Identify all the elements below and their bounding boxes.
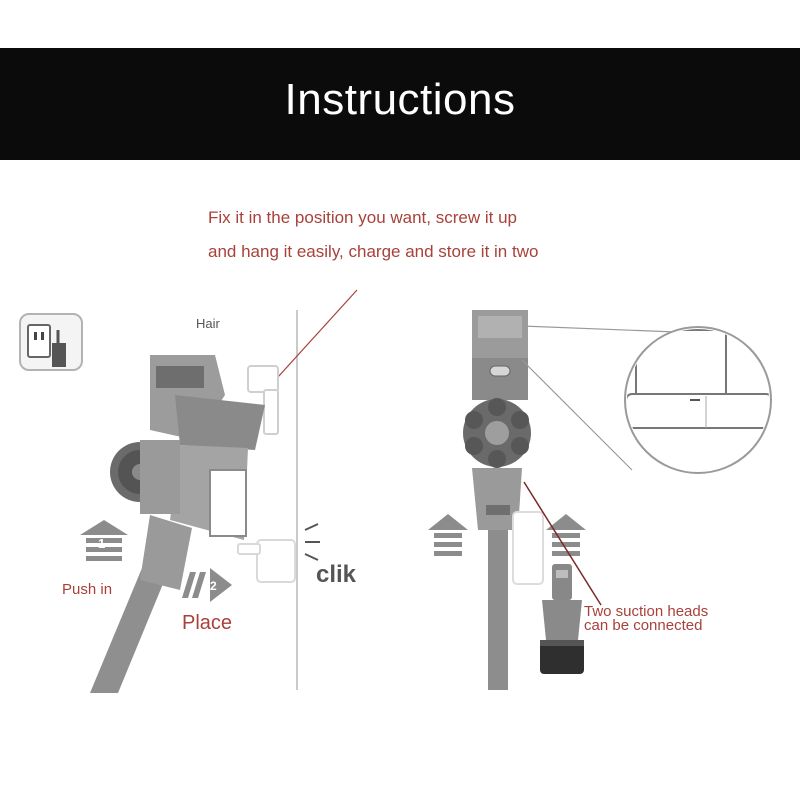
vacuum-handheld <box>90 355 265 693</box>
push-in-label: Push in <box>62 581 113 598</box>
hair-icon-label: Hair <box>196 316 220 331</box>
push-in-arrow <box>80 520 128 561</box>
up-arrow-right <box>546 514 586 556</box>
holder-ghost <box>237 539 296 583</box>
suction-heads-line-2: can be connected <box>584 617 703 634</box>
pointer-line-left <box>267 289 358 389</box>
description-line-2: and hang it easily, charge and store it … <box>208 242 539 261</box>
wall-bracket <box>247 365 279 435</box>
pointer-line-right <box>523 481 602 606</box>
place-label: Place <box>182 612 233 634</box>
title-banner <box>0 48 800 160</box>
hair-plug-icon <box>19 313 83 371</box>
click-sound-lines <box>304 523 320 561</box>
clik-label: clik <box>316 561 357 588</box>
suction-head <box>540 564 584 674</box>
detail-magnifier <box>521 325 772 474</box>
step-2-number: 2 <box>210 579 217 593</box>
vacuum-mounted <box>463 310 531 690</box>
description-line-1: Fix it in the position you want, screw i… <box>208 208 517 227</box>
page-title: Instructions <box>284 75 516 124</box>
up-arrow-left <box>428 514 468 556</box>
step-1-number: 1 <box>98 536 105 551</box>
place-arrow <box>182 568 232 602</box>
suction-heads-caption: Two suction heads can be connected <box>584 603 709 634</box>
suction-heads-line-1: Two suction heads <box>584 603 709 620</box>
accessory-ghost <box>512 511 544 585</box>
